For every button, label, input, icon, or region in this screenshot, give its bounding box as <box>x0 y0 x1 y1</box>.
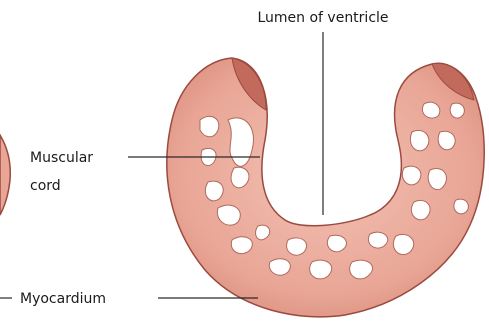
cavity <box>411 200 430 219</box>
cavity <box>410 130 428 150</box>
cavity <box>269 259 290 276</box>
cavity <box>368 232 387 248</box>
cavity <box>393 234 413 254</box>
cavity <box>310 260 332 279</box>
lumen-of-ventricle-label: Lumen of ventricle <box>257 10 388 26</box>
cavity <box>231 237 252 254</box>
cavity <box>450 103 464 118</box>
cavity <box>428 169 446 190</box>
cavity <box>438 131 455 150</box>
cavity <box>205 181 223 201</box>
muscular-cord-label-line1: Muscular <box>30 150 93 166</box>
muscular-cord-label-line2: cord <box>30 178 61 194</box>
cavity <box>327 235 346 252</box>
cavity <box>287 238 307 255</box>
cavity <box>402 166 420 185</box>
myocardium-label: Myocardium <box>20 291 106 307</box>
adjacent-section-edge <box>0 135 10 215</box>
cavity <box>454 199 468 214</box>
cavity <box>422 102 439 118</box>
cavity <box>200 116 219 136</box>
